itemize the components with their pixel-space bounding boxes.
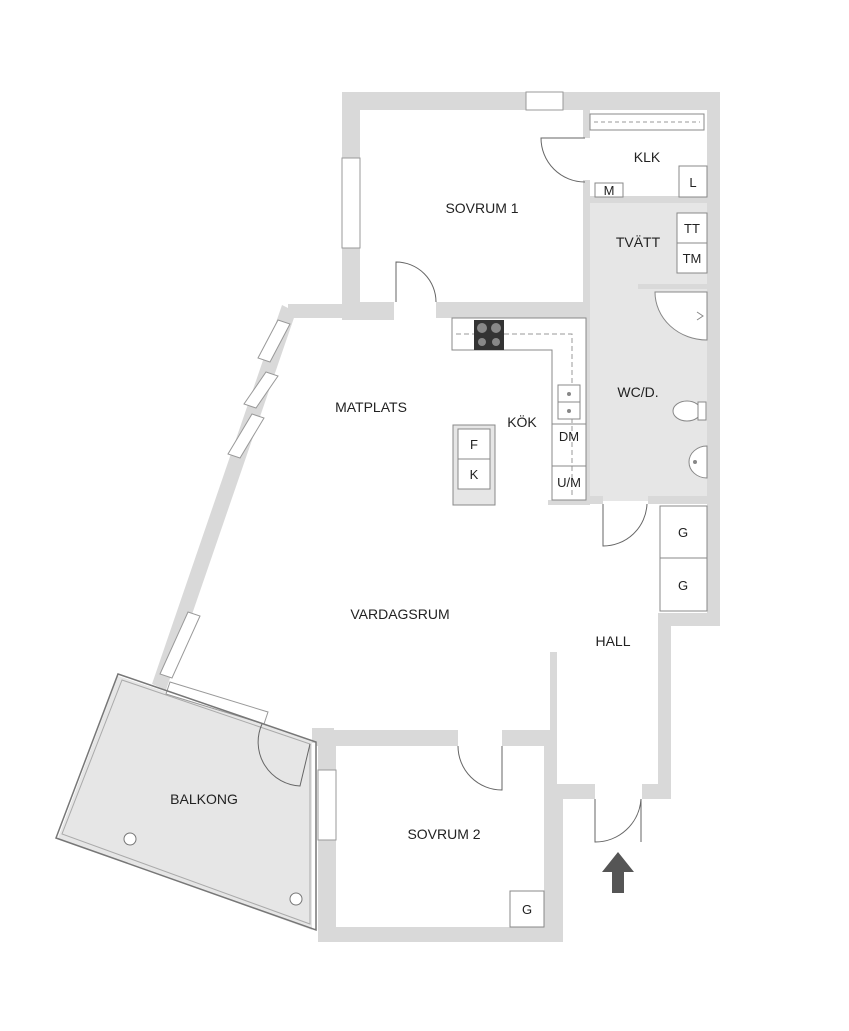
kok-dm-label: DM [559,429,579,444]
wall-entrance-right [642,784,671,799]
wall-sovrum1-right-b [583,180,590,318]
klk-l-label: L [689,175,696,190]
wall-hall-right [658,613,671,799]
tvatt-tt-box [676,212,708,244]
entrance-arrow-icon [602,852,634,893]
klk-fixtures [589,113,708,198]
sink-icon [557,384,581,420]
toilet-icon [672,400,707,422]
island-k-label: K [470,467,479,482]
door-sovrum1 [395,261,437,303]
room-label-matplats: MATPLATS [335,399,407,415]
shower-icon [654,291,708,341]
wall-entrance-left [557,784,595,799]
room-label-kok: KÖK [507,413,537,430]
island-k-box [457,458,491,490]
room-label-klk: KLK [634,149,661,165]
door-wc [602,503,648,547]
hall-g1-label: G [678,525,688,540]
wall-sovrum1-right [583,110,590,138]
window-left-4 [159,611,201,679]
room-label-sovrum1: SOVRUM 1 [445,200,518,216]
hall-g2-box [659,557,708,612]
balkong-outline-inner [61,679,311,925]
wall-sovrum2-right [544,730,557,942]
wall-klk-bottom [583,196,707,203]
wall-sovrum2-right-ext [557,784,563,942]
door-balkong [257,723,311,787]
window-left-2 [243,371,279,409]
klk-l-box [678,165,708,198]
window-sovrum2-left [317,769,337,841]
wall-sovrum2-top-b [502,730,557,746]
klk-m-label: M [604,183,615,198]
wall-right-step [658,613,720,626]
wall-sovrum1-bottom-a [342,302,394,320]
window-sovrum1-left [341,157,361,249]
wall-hall-left [550,652,557,799]
wall-wc-bottom [583,496,603,504]
wall-sovrum2-bottom [318,927,557,942]
wall-sovrum2-top-a [316,730,458,746]
wall-top-angle [288,304,344,318]
window-left-3 [227,413,265,459]
tvatt-tt-label: TT [684,221,700,236]
tvatt-tm-box [676,242,708,274]
room-label-tvatt: TVÄTT [616,234,661,250]
kok-counter [451,317,587,501]
kok-um-label: U/M [557,475,581,490]
klk-m-box [594,182,624,198]
island-f-box [457,428,491,460]
balkong-outline [55,673,317,932]
wall-tvatt-wc [638,284,707,289]
room-label-sovrum2: SOVRUM 2 [407,826,480,842]
window-sovrum1-top [525,91,564,111]
tvatt-tm-label: TM [683,251,702,266]
sovrum2-g-box [509,890,545,928]
door-entrance [594,798,642,843]
room-label-wc: WC/D. [617,384,658,400]
island-f-label: F [470,437,478,452]
wall-kok-right [548,500,590,505]
wall-wc-bottom-b [648,496,707,504]
room-label-vardagsrum: VARDAGSRUM [350,606,449,622]
door-klk [540,137,586,183]
door-sovrum2 [457,745,503,791]
sovrum2-g-label: G [522,902,532,917]
wall-sovrum1-bottom-b [436,302,590,318]
balkong-floor [58,676,312,930]
washbasin-icon [688,445,708,479]
room-label-balkong: BALKONG [170,791,238,807]
wall-right [707,92,720,626]
stove-icon [474,320,504,350]
windows [159,91,564,841]
wall-left-angled [152,305,296,690]
balkong-post-1 [123,832,137,846]
balkong-post-2 [289,892,303,906]
doors [257,137,648,843]
room-label-hall: HALL [595,633,630,649]
window-left-1 [257,319,291,363]
hall-g2-label: G [678,578,688,593]
